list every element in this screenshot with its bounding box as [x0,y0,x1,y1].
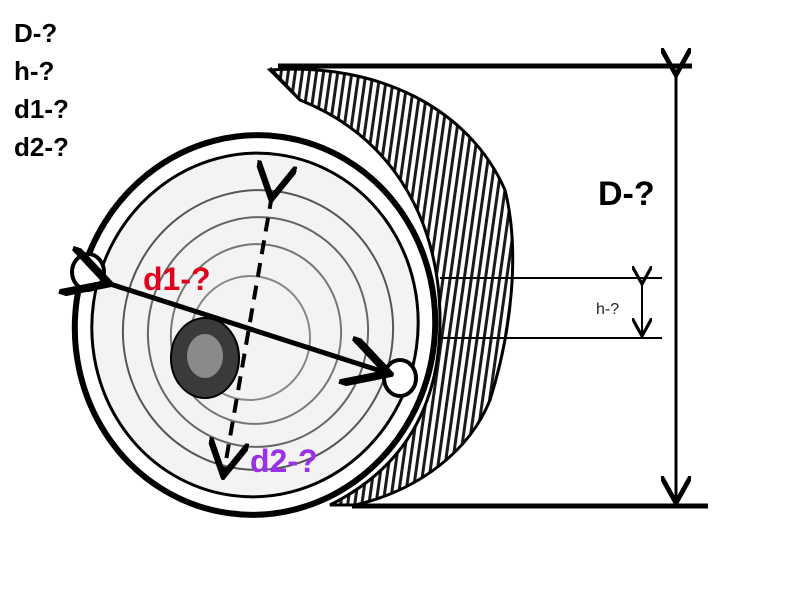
unknown-d2: d2-? [14,132,69,162]
dimension-D: D-? [278,66,708,509]
dimension-d2: d2-? [224,195,318,479]
dimension-h: h-? [440,278,662,339]
unknown-d1: d1-? [14,94,69,124]
screw-left [70,252,106,292]
lamp-body [266,66,515,507]
label-h: h-? [596,301,619,318]
screw-right [382,358,418,398]
unknown-h: h-? [14,56,55,86]
unknowns-list: D-? h-? d1-? d2-? [14,14,69,166]
label-d2: d2-? [250,443,318,479]
label-D: D-? [598,175,655,213]
label-d1: d1-? [143,261,211,297]
unknown-D: D-? [14,18,58,48]
